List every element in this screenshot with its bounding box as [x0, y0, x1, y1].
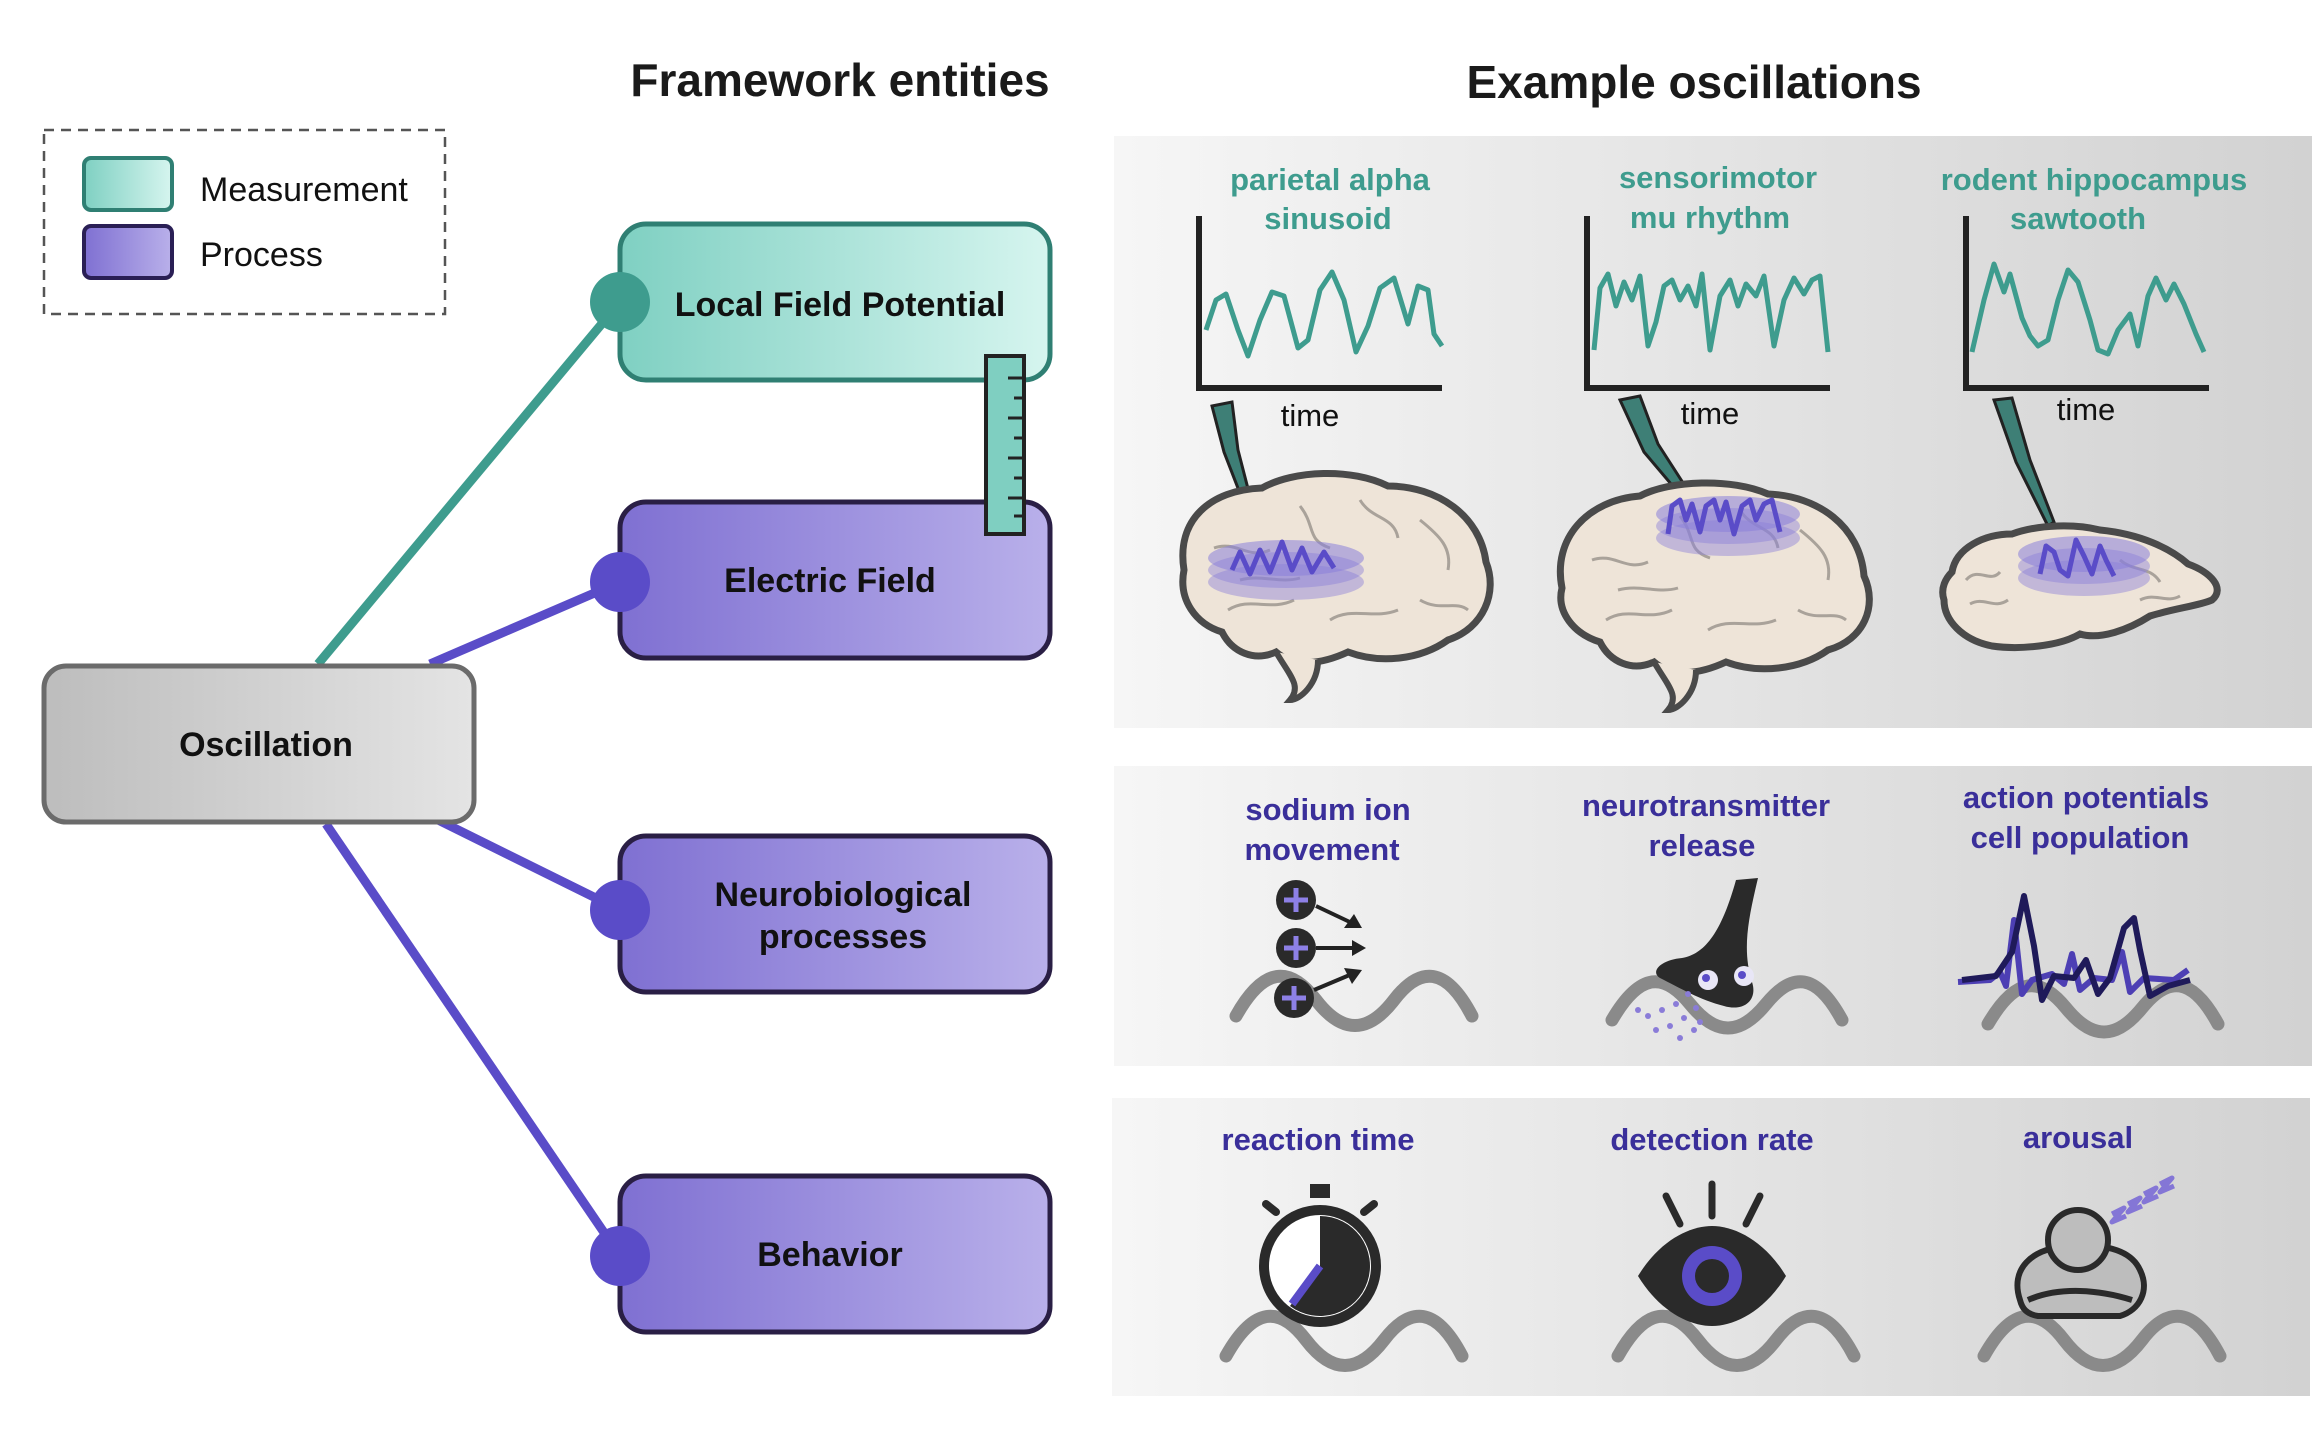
- signal-2-axis-label: time: [1681, 396, 1740, 431]
- neuro-example-action-potentials: action potentials cell population: [1957, 780, 2225, 1039]
- behavior-3-title: arousal: [2023, 1120, 2133, 1155]
- legend-measurement-label: Measurement: [200, 171, 408, 209]
- human-brain-icon-1: [1179, 470, 1494, 704]
- neuro-example-neurotransmitter: neurotransmitter release: [1582, 788, 1849, 1041]
- signal-2-title-line2: mu rhythm: [1630, 200, 1790, 235]
- signal-rodent-sawtooth: rodent hippocampus sawtooth time: [1939, 162, 2248, 651]
- signal-3-title-line1: rodent hippocampus: [1941, 162, 2248, 197]
- neuro-panel: [1114, 766, 2312, 1066]
- rodent-brain-icon: [1939, 522, 2221, 651]
- legend-process-label: Process: [200, 236, 323, 274]
- connectors: [314, 299, 624, 1259]
- neuro-1-wave: [1229, 969, 1479, 1032]
- signal-parietal-alpha: parietal alpha sinusoid time: [1179, 162, 1494, 704]
- behavior-3-wave: [1977, 1309, 2227, 1372]
- signal-3-axis-label: time: [2057, 392, 2116, 427]
- neuro-connector-dot: [590, 880, 650, 940]
- human-brain-icon-2: [1556, 479, 1873, 714]
- node-lfp: Local Field Potential: [590, 221, 1053, 383]
- oscillation-label: Oscillation: [179, 726, 353, 764]
- sleeping-person-icon: [2014, 1175, 2175, 1319]
- node-neurobiological-processes: Neurobiological processes: [590, 833, 1053, 995]
- lfp-connector-dot: [590, 272, 650, 332]
- lfp-label: Local Field Potential: [675, 286, 1006, 324]
- behavior-connector-dot: [590, 1226, 650, 1286]
- neuro-1-title-line1: sodium ion: [1245, 792, 1410, 827]
- neuro-3-title-line1: action potentials: [1963, 780, 2209, 815]
- behavior-1-wave: [1219, 1309, 1469, 1372]
- legend-process-swatch: [82, 224, 174, 280]
- signal-3-title-line2: sawtooth: [2010, 201, 2146, 236]
- signal-2-trace: [1591, 271, 1831, 353]
- node-behavior: Behavior: [590, 1173, 1053, 1335]
- electric-field-label: Electric Field: [724, 562, 936, 600]
- behavior-2-wave: [1611, 1309, 1861, 1372]
- legend-measurement-swatch: [82, 156, 174, 212]
- signal-3-trace: [1969, 261, 2207, 357]
- signal-1-axes: [1196, 216, 1442, 391]
- connector-behavior: [322, 821, 624, 1259]
- signal-sensorimotor-mu: sensorimotor mu rhythm time: [1556, 160, 1873, 714]
- connector-lfp: [314, 299, 624, 667]
- node-oscillation: Oscillation: [41, 663, 477, 825]
- neuro-1-title-line2: movement: [1244, 832, 1399, 867]
- signal-3-axes: [1963, 216, 2209, 391]
- behavior-example-arousal: arousal: [1977, 1120, 2227, 1372]
- signal-2-axes: [1584, 216, 1830, 391]
- behavior-1-title: reaction time: [1222, 1122, 1415, 1157]
- behavior-example-reaction-time: reaction time: [1219, 1122, 1469, 1372]
- oscillation-box: [41, 663, 477, 825]
- signal-1-trace: [1203, 269, 1445, 359]
- neuro-2-title-line1: neurotransmitter: [1582, 788, 1830, 823]
- behavior-label: Behavior: [757, 1236, 903, 1274]
- signal-1-title-line1: parietal alpha: [1230, 162, 1431, 197]
- connector-neuro: [428, 811, 622, 915]
- signal-2-title-line1: sensorimotor: [1619, 160, 1817, 195]
- neuro-2-wave: [1605, 975, 1849, 1035]
- signal-1-title-line2: sinusoid: [1264, 201, 1391, 236]
- eye-icon: [1638, 1180, 1786, 1326]
- legend-frame: [42, 128, 447, 316]
- neuro-label-line1: Neurobiological: [715, 876, 972, 914]
- spike-train-icon: [1957, 893, 2191, 1003]
- node-electric-field: Electric Field: [590, 499, 1053, 661]
- synapse-icon: [1635, 878, 1758, 1041]
- ruler-icon: [984, 354, 1026, 536]
- neuro-example-sodium: sodium ion movement: [1229, 792, 1479, 1032]
- neuro-box: [617, 833, 1053, 995]
- stopwatch-icon: [1259, 1184, 1381, 1327]
- behavior-example-detection-rate: detection rate: [1610, 1122, 1861, 1372]
- neuro-2-title-line2: release: [1649, 828, 1756, 863]
- behavior-2-title: detection rate: [1610, 1122, 1813, 1157]
- ion-plus-icon: [1274, 880, 1366, 1018]
- legend: Measurement Process: [42, 128, 447, 316]
- connector-electric-field: [428, 577, 622, 669]
- heading-examples: Example oscillations: [1466, 56, 1921, 108]
- neuro-label-line2: processes: [759, 918, 927, 956]
- signal-1-axis-label: time: [1281, 398, 1340, 433]
- heading-framework: Framework entities: [630, 54, 1049, 106]
- electric-field-connector-dot: [590, 552, 650, 612]
- signal-3-electrode-icon: [1991, 396, 2056, 529]
- neuro-3-title-line2: cell population: [1971, 820, 2190, 855]
